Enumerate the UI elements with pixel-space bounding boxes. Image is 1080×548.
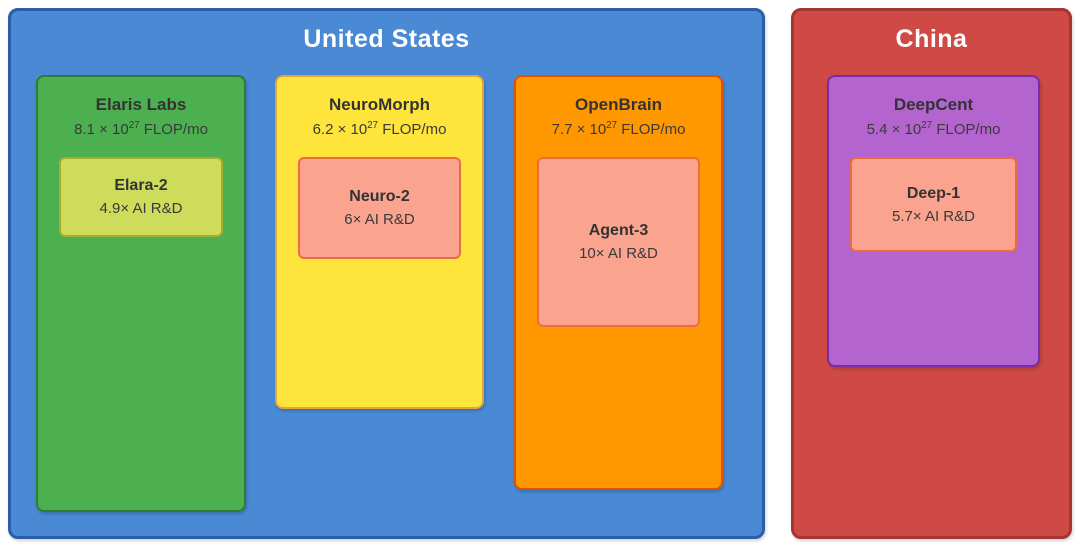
country-title-china: China [895,25,968,53]
model-rnd-deep-1: 5.7× AI R&D [892,207,975,225]
lab-flop-deepcent: 5.4 × 1027 FLOP/mo [866,120,1001,138]
model-rnd-agent-3: 10× AI R&D [579,245,658,262]
flop-exponent: 27 [606,120,618,131]
lab-title-neuromorph: NeuroMorph [328,95,431,114]
model-box-agent-3: Agent-3 10× AI R&D [537,157,700,327]
country-title-united-states: United States [303,25,470,53]
model-box-neuro-2: Neuro-2 6× AI R&D [298,157,461,259]
model-title-elara-2: Elara-2 [114,177,168,194]
model-rnd-elara-2: 4.9× AI R&D [99,200,183,217]
lab-flop-elaris-labs: 8.1 × 1027 FLOP/mo [74,120,208,138]
flop-exponent: 27 [367,120,379,131]
model-box-elara-2: Elara-2 4.9× AI R&D [59,157,223,237]
flop-exponent: 27 [128,120,140,131]
model-title-neuro-2: Neuro-2 [349,188,410,205]
lab-box-openbrain: OpenBrain 7.7 × 1027 FLOP/mo Agent-3 10×… [514,75,723,490]
country-box-united-states: United States Elaris Labs 8.1 × 1027 FLO… [8,8,765,539]
lab-box-deepcent: DeepCent 5.4 × 1027 FLOP/mo Deep-1 5.7× … [827,75,1040,367]
model-box-deep-1: Deep-1 5.7× AI R&D [850,157,1017,252]
model-title-agent-3: Agent-3 [588,222,649,239]
country-box-china: China DeepCent 5.4 × 1027 FLOP/mo Deep-1… [791,8,1072,539]
lab-flop-neuromorph: 6.2 × 1027 FLOP/mo [312,120,447,138]
lab-box-elaris-labs: Elaris Labs 8.1 × 1027 FLOP/mo Elara-2 4… [36,75,246,512]
lab-title-openbrain: OpenBrain [575,95,662,114]
lab-title-elaris-labs: Elaris Labs [95,95,187,114]
lab-box-neuromorph: NeuroMorph 6.2 × 1027 FLOP/mo Neuro-2 6×… [275,75,484,409]
lab-title-deepcent: DeepCent [893,95,974,114]
model-rnd-neuro-2: 6× AI R&D [344,211,415,228]
flop-exponent: 27 [921,120,933,131]
lab-flop-openbrain: 7.7 × 1027 FLOP/mo [551,120,686,138]
model-title-deep-1: Deep-1 [906,184,961,202]
